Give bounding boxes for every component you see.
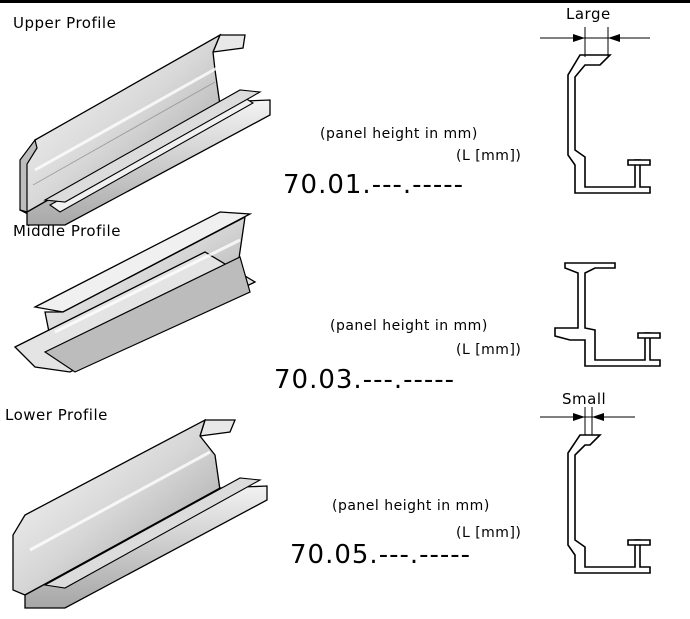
upper-section-drawing: [540, 27, 651, 194]
dimension-label-large: Large: [566, 5, 611, 23]
note-height-middle: (panel height in mm): [330, 318, 488, 334]
profile-name-middle: Middle Profile: [13, 222, 121, 240]
code-middle: 70.03.---.-----: [274, 365, 456, 395]
lower-profile-render: [12, 418, 268, 609]
code-lower: 70.05.---.-----: [290, 540, 472, 570]
note-height-lower: (panel height in mm): [332, 498, 490, 514]
note-length-upper: (L [mm]): [456, 148, 522, 164]
profile-name-upper: Upper Profile: [13, 14, 117, 32]
dimension-label-small: Small: [562, 390, 607, 408]
note-height-upper: (panel height in mm): [320, 126, 478, 142]
lower-section-drawing: [540, 407, 651, 574]
middle-section-drawing: [554, 262, 661, 367]
note-length-lower: (L [mm]): [456, 525, 522, 541]
top-border: [0, 0, 690, 3]
note-length-middle: (L [mm]): [456, 342, 522, 358]
middle-profile-render: [13, 211, 257, 373]
profile-name-lower: Lower Profile: [5, 406, 108, 424]
code-upper: 70.01.---.-----: [283, 170, 465, 200]
upper-profile-render: [19, 33, 271, 226]
